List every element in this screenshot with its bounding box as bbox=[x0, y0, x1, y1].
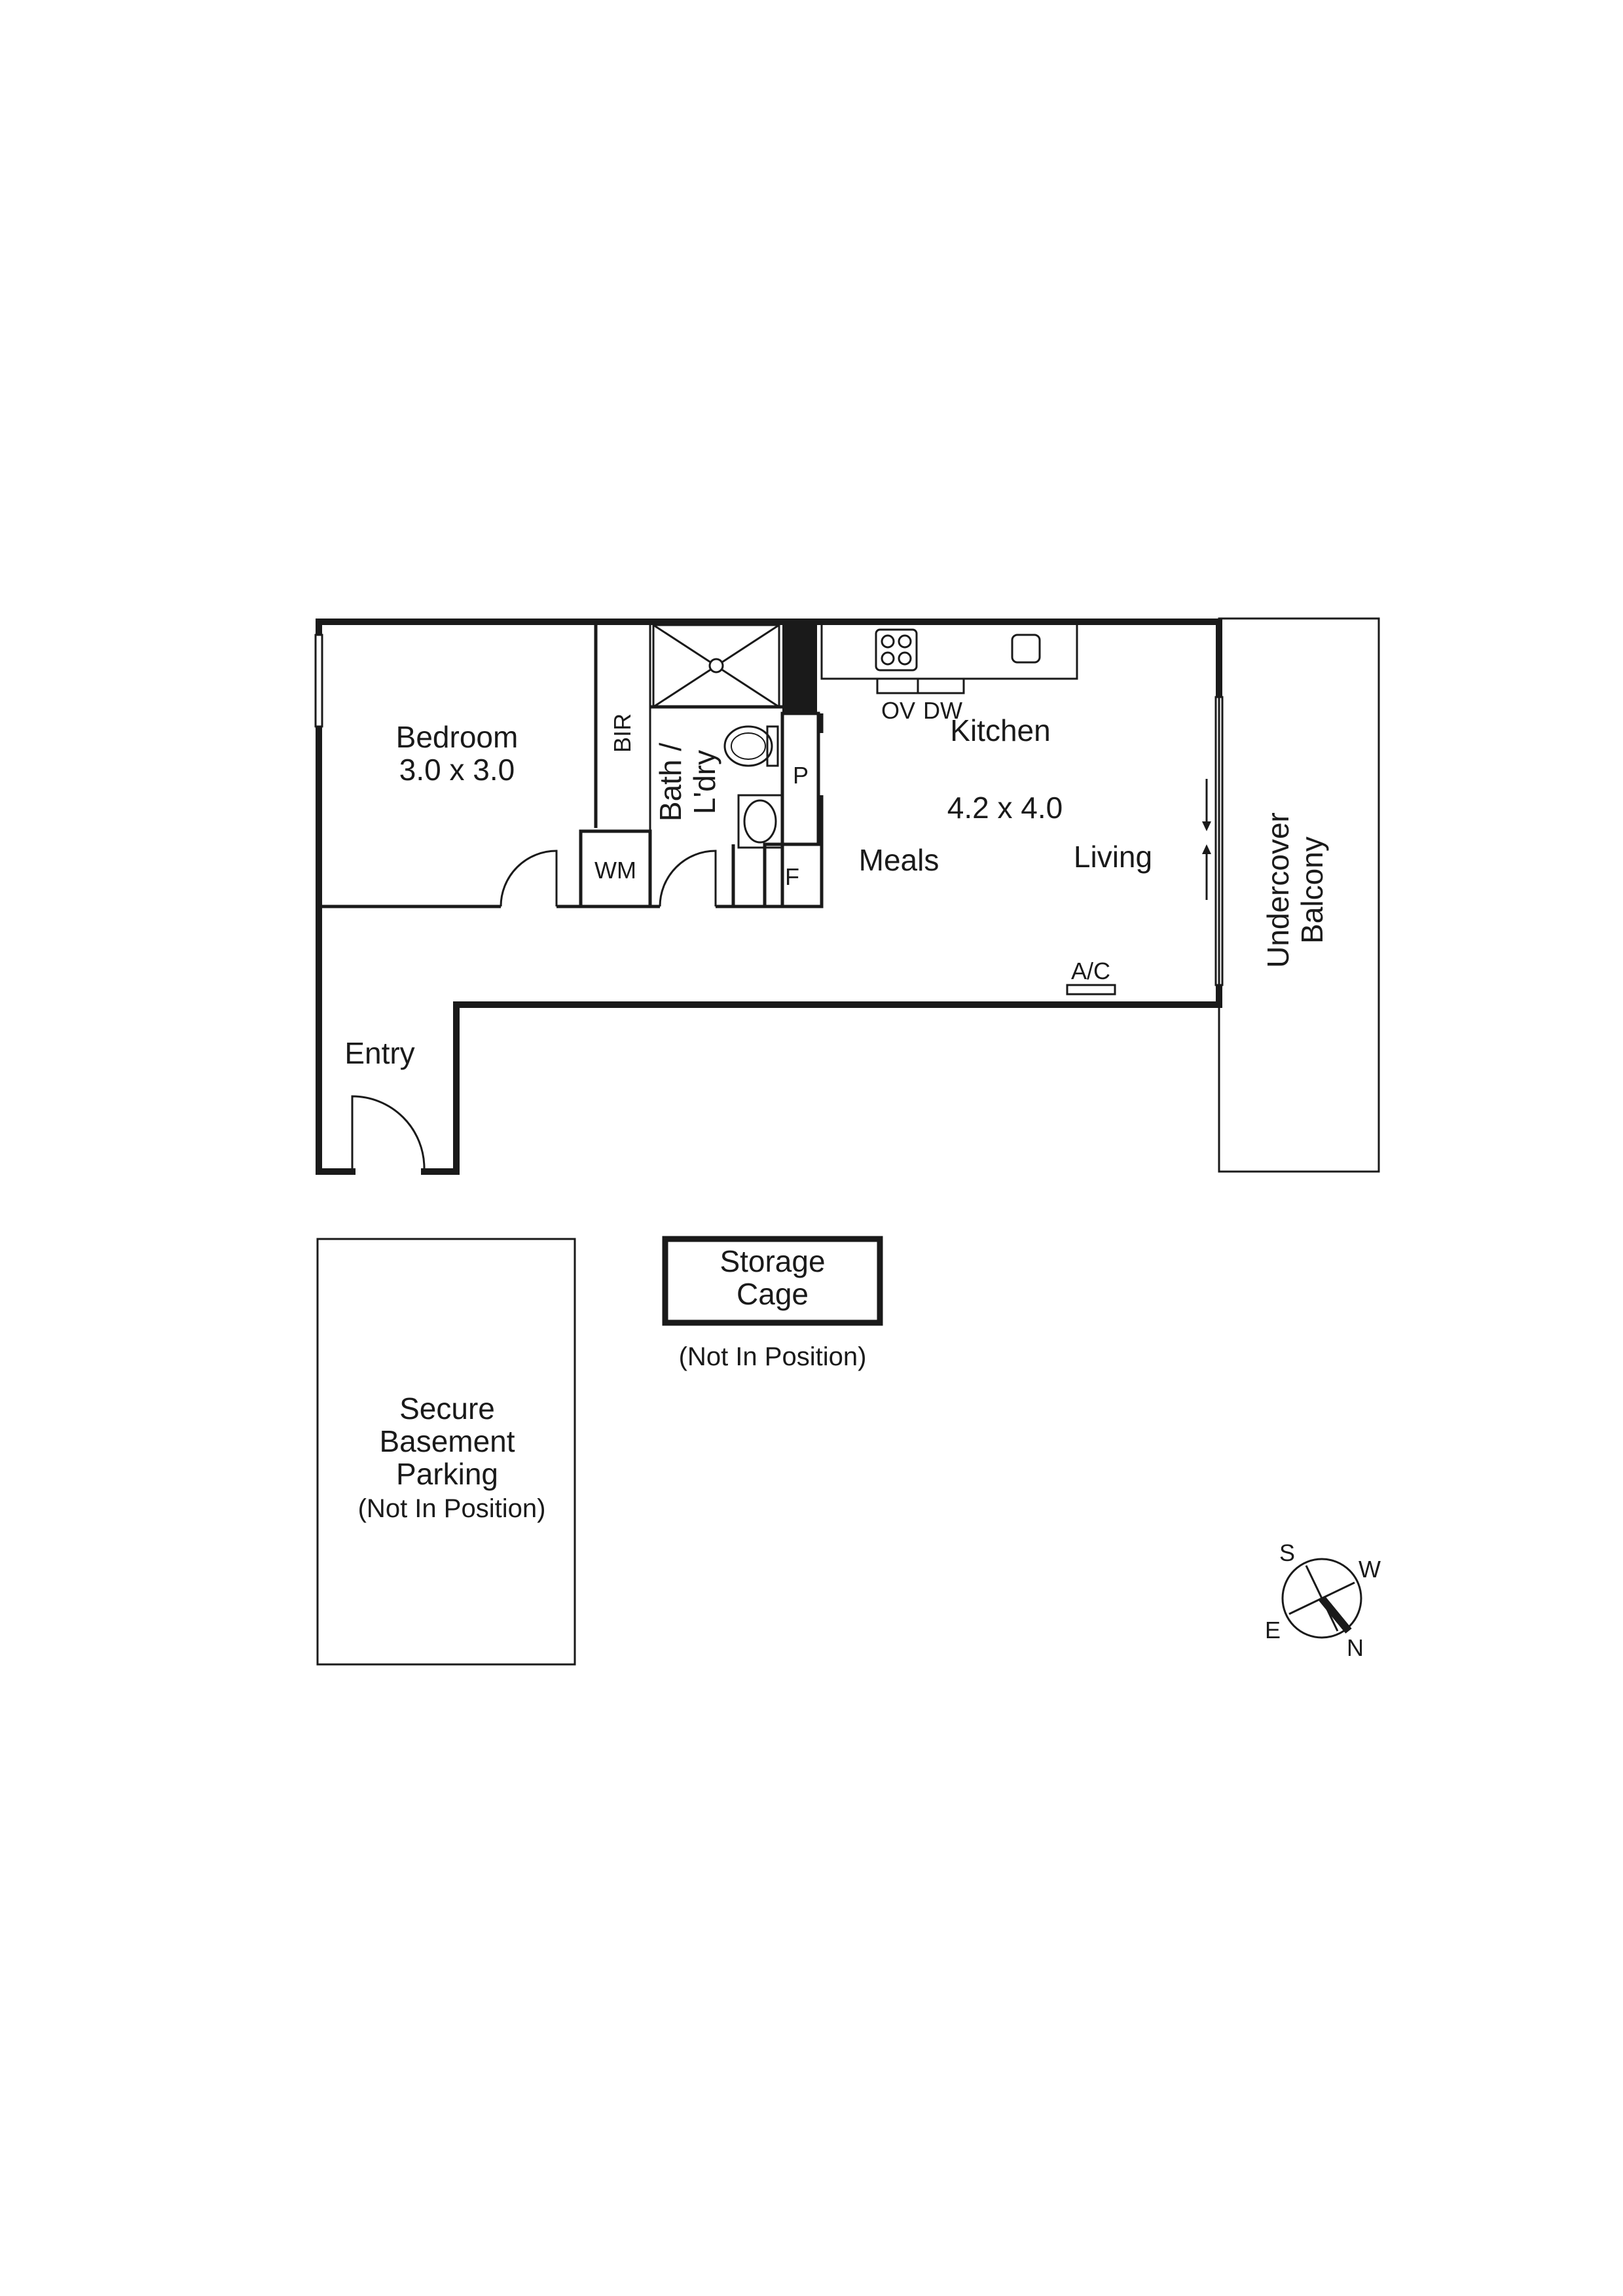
compass-w: W bbox=[1359, 1556, 1381, 1583]
shower-drain-icon bbox=[708, 658, 724, 673]
balcony bbox=[1218, 617, 1380, 1173]
meals-label: Meals bbox=[859, 843, 939, 877]
living-size: 4.2 x 4.0 bbox=[947, 791, 1063, 825]
sink-icon bbox=[1011, 634, 1041, 664]
washing-machine-box bbox=[579, 829, 652, 908]
compass-icon bbox=[1281, 1558, 1362, 1639]
duct-column bbox=[782, 622, 817, 713]
parking-note: (Not In Position) bbox=[358, 1494, 546, 1523]
parking-line2: Basement bbox=[379, 1424, 515, 1458]
bedroom-name: Bedroom bbox=[396, 720, 519, 754]
oven-box bbox=[876, 677, 919, 694]
dw-label: DW bbox=[923, 697, 962, 724]
cooktop-icon bbox=[875, 628, 918, 672]
compass-e: E bbox=[1265, 1617, 1281, 1643]
storage-note: (Not In Position) bbox=[679, 1342, 867, 1371]
ac-label: A/C bbox=[1071, 958, 1110, 984]
bath-door bbox=[659, 850, 717, 907]
shower bbox=[652, 624, 780, 708]
bedroom-size: 3.0 x 3.0 bbox=[399, 753, 515, 787]
entry-label: Entry bbox=[344, 1036, 414, 1070]
bedroom-window bbox=[314, 634, 323, 728]
fridge-label: F bbox=[785, 863, 799, 890]
wm-label: WM bbox=[594, 857, 636, 884]
compass-s: S bbox=[1279, 1539, 1295, 1566]
pantry-label: P bbox=[793, 762, 809, 789]
entry-door bbox=[351, 1095, 426, 1172]
storage-cage bbox=[662, 1236, 883, 1326]
storage-line1: Storage bbox=[720, 1244, 825, 1278]
parking-line3: Parking bbox=[396, 1457, 498, 1491]
bedroom-door bbox=[500, 850, 558, 907]
balcony-label-line2: Balcony bbox=[1295, 836, 1329, 944]
balcony-label-line1: Undercover bbox=[1261, 812, 1295, 968]
ov-label: OV bbox=[881, 697, 915, 724]
living-label: Living bbox=[1074, 840, 1152, 874]
kitchen-label: Kitchen bbox=[950, 713, 1050, 747]
bath-label-line2: L'dry bbox=[687, 750, 721, 814]
ac-unit bbox=[1066, 984, 1116, 996]
toilet-icon bbox=[723, 725, 773, 767]
outer-wall bbox=[316, 619, 1222, 1175]
bir-label: BIR bbox=[609, 713, 636, 753]
storage-line2: Cage bbox=[737, 1277, 809, 1311]
compass-n: N bbox=[1347, 1634, 1364, 1661]
dishwasher-box bbox=[917, 677, 965, 694]
parking-line1: Secure bbox=[399, 1391, 495, 1426]
bath-label-line1: Bath / bbox=[653, 743, 687, 821]
parking-bay bbox=[316, 1238, 576, 1666]
fridge-box bbox=[763, 842, 824, 908]
